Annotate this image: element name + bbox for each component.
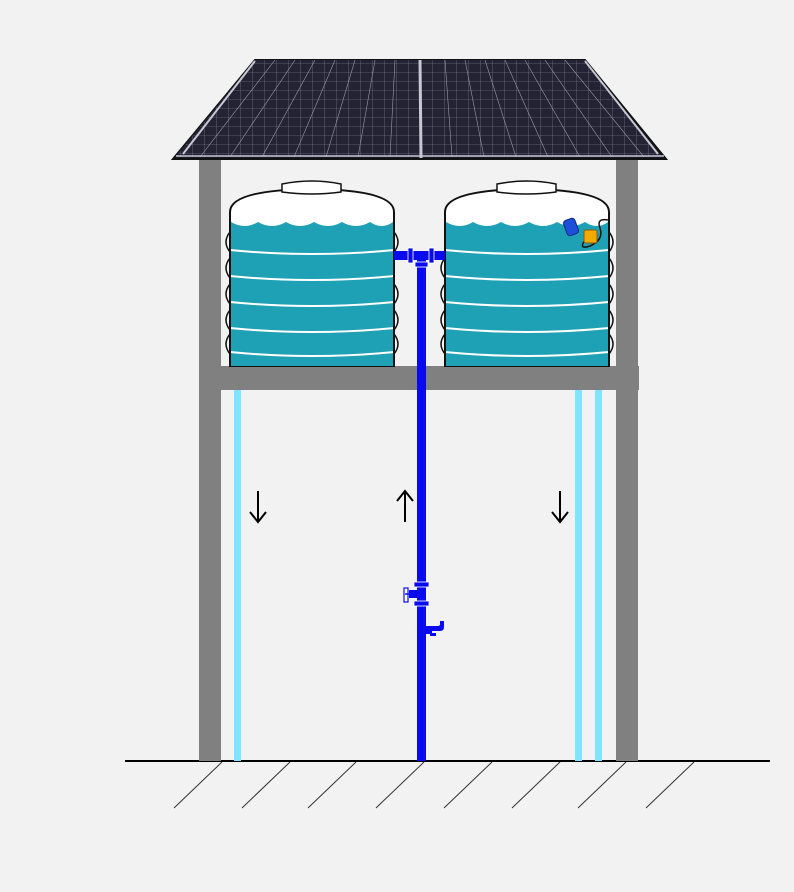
tank-rib-bulges	[225, 231, 399, 355]
supply-pipe	[394, 247, 445, 761]
up-arrow-supply	[396, 489, 414, 522]
downpipe-left	[234, 390, 241, 761]
downpipe-right-1	[575, 390, 582, 761]
supply-pipe-manifold	[394, 251, 445, 260]
panel-left-frame	[182, 60, 256, 155]
down-arrow-left	[249, 491, 267, 524]
solar-panel	[170, 59, 669, 160]
panel-center-divider	[418, 59, 423, 159]
right-post	[616, 155, 638, 761]
water-tank-right	[440, 180, 614, 367]
tank-lid-left	[281, 180, 342, 195]
left-post	[199, 155, 221, 761]
supply-pipe-vertical	[417, 255, 426, 761]
ground-hatching	[173, 761, 695, 809]
gate-valve-icon	[403, 581, 430, 607]
water-tank-left	[225, 180, 399, 367]
flow-arrows	[249, 489, 569, 524]
downpipes	[234, 390, 602, 761]
ground	[125, 760, 770, 809]
tank-ribs	[444, 249, 610, 357]
downpipe-right-2	[595, 390, 602, 761]
tap-icon	[426, 621, 444, 636]
down-arrow-right	[551, 491, 569, 524]
panel-cell-rays	[199, 60, 645, 157]
float-switch-icon	[562, 217, 609, 248]
tank-lid-right	[496, 180, 557, 195]
panel-right-frame	[584, 60, 659, 155]
tank-ribs	[229, 249, 395, 357]
